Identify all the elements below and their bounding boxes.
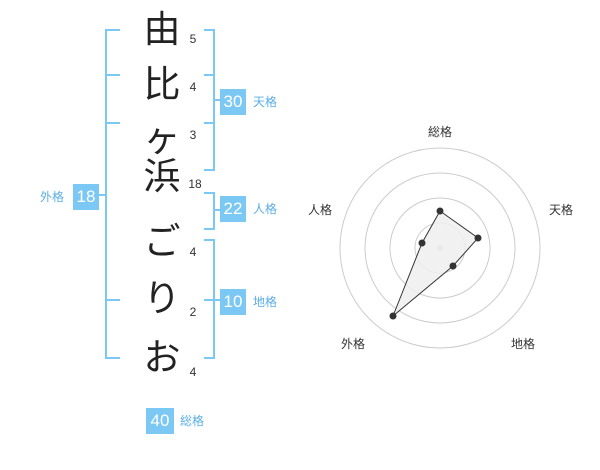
chikaku-label: 地格: [253, 295, 278, 309]
stroke-count-3: 3: [189, 128, 197, 142]
radar-point-gaikaku: [389, 312, 397, 320]
stroke-count-2: 4: [189, 80, 197, 94]
soukaku-value-badge: 40: [146, 408, 174, 434]
chikaku-value-badge: 10: [220, 289, 246, 315]
stroke-count-1: 5: [189, 32, 197, 46]
tenkaku-label: 天格: [253, 95, 278, 109]
radar-ring-2: [389, 197, 491, 299]
stroke-count-4: 18: [188, 177, 202, 191]
stroke-count-7: 4: [189, 365, 197, 379]
radar-point-jinkaku: [418, 239, 426, 247]
jinkaku-value-badge: 22: [220, 196, 246, 222]
name-char-1: 由: [143, 8, 181, 51]
name-char-2: 比: [143, 63, 181, 106]
gaikaku-label: 外格: [40, 190, 65, 204]
name-char-3: ヶ: [143, 117, 181, 160]
stroke-count-5: 4: [189, 245, 197, 259]
radar-label-soukaku: 総格: [428, 125, 453, 139]
gaikaku-value-badge: 18: [73, 184, 99, 210]
radar-polygon: [392, 210, 479, 317]
name-char-7: お: [143, 336, 181, 379]
radar-ring-3: [364, 172, 516, 324]
tenkaku-value-badge: 30: [220, 89, 246, 115]
name-char-5: ご: [143, 220, 181, 263]
radar-label-gaikaku: 外格: [341, 337, 366, 351]
radar-rings: [339, 147, 541, 349]
radar-label-chikaku: 地格: [511, 337, 536, 351]
radar-point-chikaku: [449, 262, 457, 270]
radar-point-soukaku: [436, 207, 444, 215]
name-char-6: り: [143, 277, 181, 320]
radar-label-jinkaku: 人格: [308, 203, 333, 217]
stroke-count-6: 2: [189, 305, 197, 319]
soukaku-label: 総格: [180, 414, 205, 428]
jinkaku-label: 人格: [253, 202, 278, 216]
radar-point-tenkaku: [474, 234, 482, 242]
name-char-4: 浜: [143, 155, 181, 198]
radar-ring-4: [339, 147, 541, 349]
radar-label-tenkaku: 天格: [549, 203, 574, 217]
